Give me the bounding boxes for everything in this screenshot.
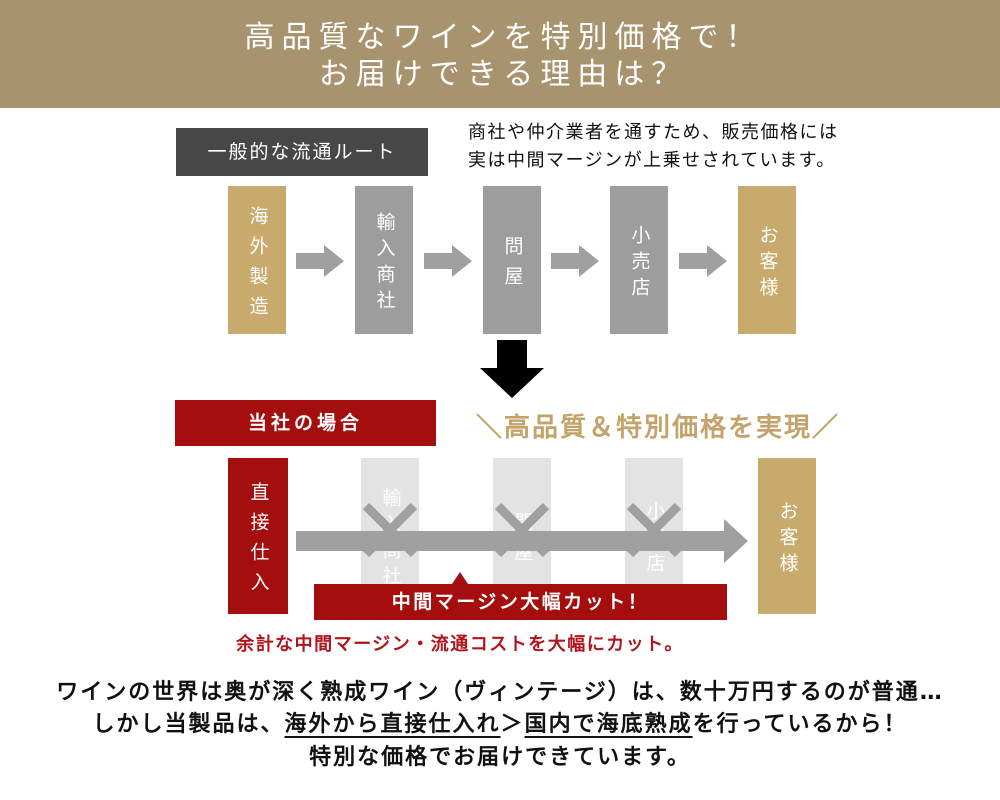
arrow-shape [424,245,472,277]
step-overseas-manufacturing: 海外製造 [228,186,286,334]
summary-emphasis-direct-import: 海外から直接仕入れ [284,712,501,737]
step-wholesaler: 問屋 [483,186,541,334]
cross-stroke [362,502,418,558]
step-label: 問屋 [501,235,524,296]
step-label: 直接仕入 [247,481,270,602]
step-label: 海外製造 [246,205,269,326]
summary-line-1: ワインの世界は奥が深く熟成ワイン（ヴィンテージ）は、数十万円するのが普通… [56,680,944,705]
margin-cut-banner: 中間マージン大幅カット！ [314,584,727,620]
arrow-shape [296,519,748,563]
flow-arrow-icon [551,245,599,277]
cross-stroke [494,502,550,558]
cross-mark-icon [362,502,418,558]
flow-arrow-icon [424,245,472,277]
step-label: お客様 [756,224,779,303]
down-arrow-icon [480,340,544,398]
down-arrow-shape [480,340,544,398]
cross-mark-icon [494,502,550,558]
cross-stroke [626,502,682,558]
pointer-shape [452,572,468,584]
step-label: お客様 [776,500,799,579]
summary-line-3: 特別な価格でお届けできています。 [309,745,691,770]
summary-line-2-suffix: を行っているから！ [692,712,908,737]
header-title-line-1: 高品質なワインを特別価格で！ [244,20,763,55]
our-route-tagline: ＼高品質＆特別価格を実現／ [476,413,841,443]
summary-separator: ＞ [500,712,525,737]
step-label: 小売店 [628,224,651,303]
summary-line-2-prefix: しかし当製品は、 [92,712,285,737]
arrow-shape [296,245,344,277]
flow-arrow-icon [296,245,344,277]
step-direct-purchase: 直接仕入 [228,458,288,614]
header-banner: 高品質なワインを特別価格で！ お届けできる理由は？ [0,0,1000,108]
summary-emphasis-seabed-aging: 国内で海底熟成 [524,712,693,737]
general-route-note-line-2: 実は中間マージンが上乗せされています。 [468,150,836,171]
cross-mark-icon [626,502,682,558]
summary-line-2: しかし当製品は、海外から直接仕入れ＞国内で海底熟成を行っているから！ [0,709,1000,741]
banner-pointer-icon [452,572,468,584]
step-customer: お客様 [738,186,796,334]
step-customer: お客様 [758,458,816,614]
cost-cut-note: 余計な中間マージン・流通コストを大幅にカット。 [236,634,684,655]
our-route-label: 当社の場合 [175,400,436,446]
arrow-shape [551,245,599,277]
step-label: 輸入商社 [373,211,396,316]
header-title-line-2: お届けできる理由は？ [318,57,689,92]
direct-flow-arrow-icon [296,519,748,563]
general-route-note-line-1: 商社や仲介業者を通すため、販売価格には [468,122,839,143]
general-route-label: 一般的な流通ルート [176,128,428,176]
step-import-trading-company: 輸入商社 [355,186,413,334]
general-route-note: 商社や仲介業者を通すため、販売価格には 実は中間マージンが上乗せされています。 [468,119,888,175]
flow-arrow-icon [679,245,727,277]
step-retailer: 小売店 [610,186,668,334]
arrow-shape [679,245,727,277]
